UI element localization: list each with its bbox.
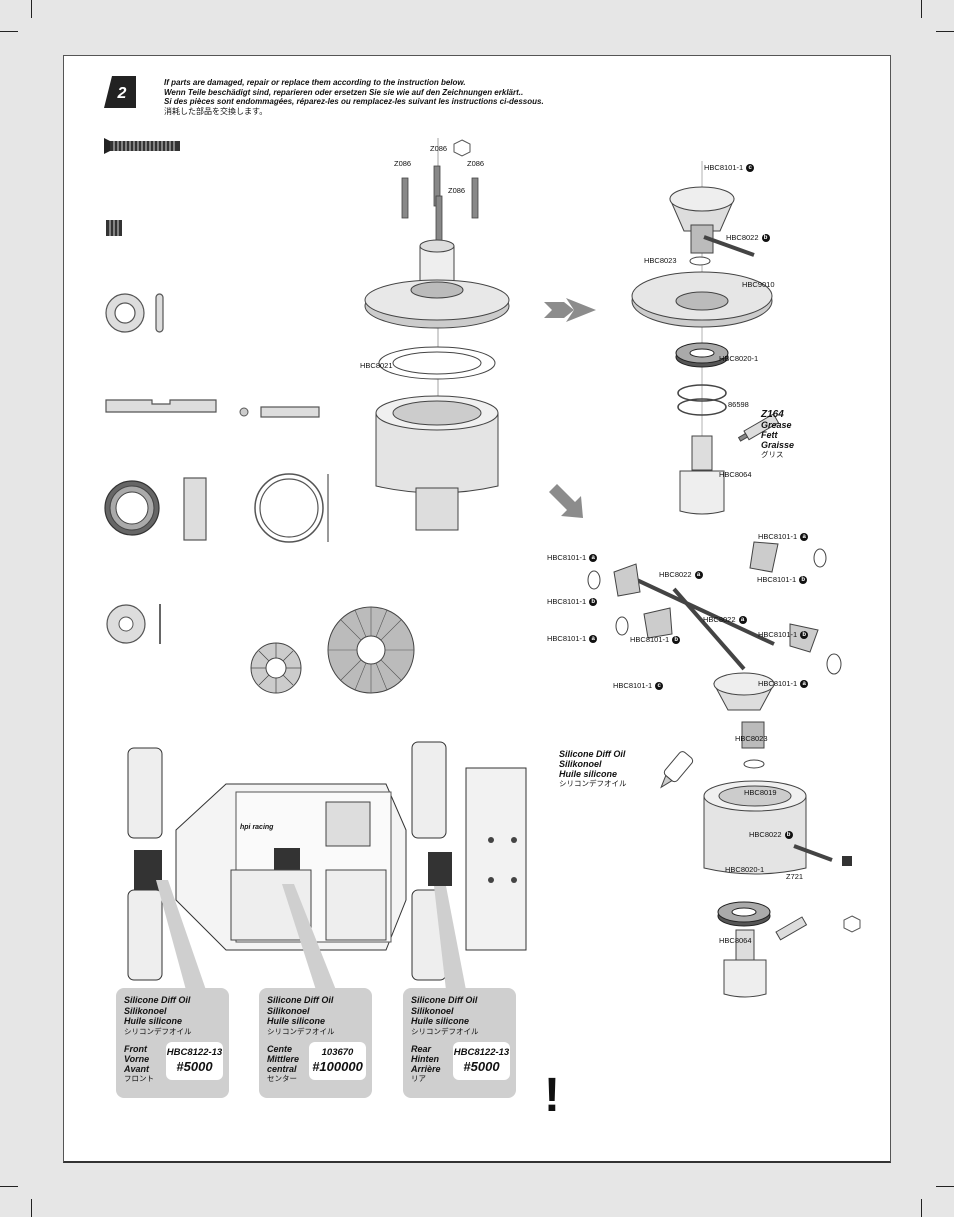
center-diff-illustration xyxy=(364,138,510,531)
label-hbc8020-1-lower: HBC8020-1 xyxy=(725,865,765,874)
label-z086-d: Z086 xyxy=(448,186,466,195)
label-z086-b: Z086 xyxy=(430,144,448,153)
chassis-top-view xyxy=(127,741,527,990)
diff-gear-icons xyxy=(106,604,415,694)
label-hbc8019: HBC8019 xyxy=(744,788,777,797)
label-hbc8064-lower: HBC8064 xyxy=(719,936,752,945)
label-86598: 86598 xyxy=(728,400,749,409)
upper-diff-illustration xyxy=(631,161,780,515)
step-badge: 2 xyxy=(104,76,136,108)
instruction-fr: Si des pièces sont endommagées, réparez-… xyxy=(164,97,544,106)
label-z721: Z721 xyxy=(786,872,804,881)
instruction-de: Wenn Teile beschädigt sind, reparieren o… xyxy=(164,87,524,97)
crop-mark xyxy=(31,1199,32,1217)
crop-mark xyxy=(936,1186,954,1187)
instructions: If parts are damaged, repair or replace … xyxy=(164,78,544,116)
crop-mark xyxy=(936,31,954,32)
grease-callout: Z164 Grease Fett Graisse グリス xyxy=(761,409,795,460)
label-hbc8021: HBC8021 xyxy=(360,361,393,370)
oil-value-center: 103670 #100000 xyxy=(309,1042,366,1080)
label-hbc9010: HBC9010 xyxy=(742,280,775,289)
label-z086-a: Z086 xyxy=(394,159,412,168)
label-hbc8023: HBC8023 xyxy=(644,256,677,265)
step-number: 2 xyxy=(117,85,127,102)
set-screw-icon xyxy=(106,220,122,236)
lower-diff-illustration xyxy=(587,541,861,998)
transition-arrow-down xyxy=(549,484,583,518)
oil-box-center: Silicone Diff Oil Silikonoel Huile silic… xyxy=(259,988,372,1098)
transition-arrow-right xyxy=(544,298,596,322)
instruction-jp: 消耗した部品を交換します。 xyxy=(164,106,268,116)
label-hbc8023-lower: HBC8023 xyxy=(735,734,768,743)
chassis-logo: hpi racing xyxy=(240,824,274,831)
oil-value-front: HBC8122-13 #5000 xyxy=(166,1042,223,1080)
label-z086-c: Z086 xyxy=(467,159,485,168)
manual-page: 2 If parts are damaged, repair or replac… xyxy=(63,55,891,1163)
crop-mark xyxy=(0,31,18,32)
oil-value-rear: HBC8122-13 #5000 xyxy=(453,1042,510,1080)
instruction-en: If parts are damaged, repair or replace … xyxy=(164,78,466,87)
crop-mark xyxy=(31,0,32,18)
warning-exclamation-icon: ! xyxy=(544,1069,560,1122)
screw-icon xyxy=(104,138,180,154)
oil-box-front: Silicone Diff Oil Silikonoel Huile silic… xyxy=(116,988,229,1098)
crop-mark xyxy=(921,1199,922,1217)
silicone-oil-callout: Silicone Diff Oil Silikonoel Huile silic… xyxy=(559,749,627,788)
washer-icon xyxy=(105,293,164,333)
crop-mark xyxy=(0,1186,18,1187)
shaft-pin-icon xyxy=(105,399,320,418)
label-hbc8064-upper: HBC8064 xyxy=(719,470,752,479)
crop-mark xyxy=(921,0,922,18)
label-hbc8020-1: HBC8020-1 xyxy=(719,354,759,363)
bearing-ring-icon xyxy=(104,473,329,543)
oil-box-rear: Silicone Diff Oil Silikonoel Huile silic… xyxy=(403,988,516,1098)
